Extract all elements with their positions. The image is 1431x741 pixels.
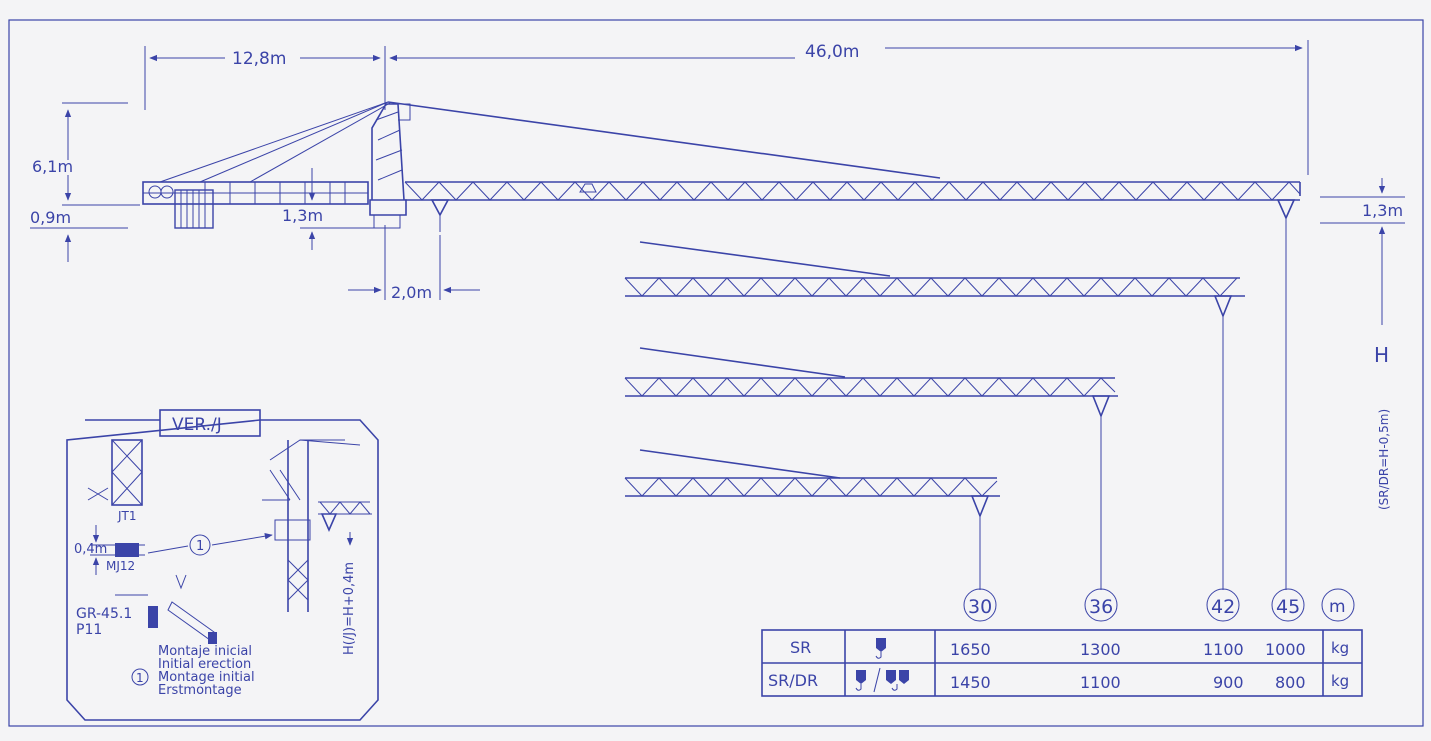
dimension-counterjib: 12,8m (144, 46, 386, 110)
step-number-legend: 1 (136, 671, 144, 685)
gr-label: GR-45.1 (76, 606, 132, 622)
jt1-label: JT1 (117, 509, 137, 523)
height-label: H (1374, 343, 1389, 367)
sr-value-30: 1650 (950, 640, 991, 659)
jib-30m (624, 449, 1000, 590)
radius-45: 45 (1276, 596, 1300, 618)
counterjib: 1,3m (142, 168, 375, 250)
srdr-value-36: 1100 (1080, 673, 1121, 692)
step-number: 1 (196, 539, 204, 554)
srdr-value-42: 900 (1213, 673, 1244, 692)
load-table: 30 36 42 45 m SR SR/DR 1650 1300 1100 10… (761, 588, 1363, 697)
head-height-label: 6,1m (32, 157, 73, 176)
row-label-srdr: SR/DR (768, 671, 818, 690)
sr-value-45: 1000 (1265, 640, 1306, 659)
counterjib-depth-label: 1,3m (282, 206, 323, 225)
erection-line-3: Montage initial (158, 670, 255, 685)
height-formula-label: H(/J)=H+0,4m (342, 562, 357, 655)
tower-head (159, 101, 941, 229)
radius-36: 36 (1089, 596, 1113, 618)
erection-line-1: Montaje inicial (158, 644, 252, 659)
dimension-head-height: 6,1m 0,9m (30, 102, 140, 262)
counterweight (174, 189, 214, 229)
row-label-sr: SR (790, 638, 811, 657)
single-hook-icon (875, 638, 886, 659)
p11-label: P11 (76, 622, 102, 638)
radius-42: 42 (1211, 596, 1235, 618)
erection-line-4: Erstmontage (158, 683, 242, 698)
double-hook-icon (855, 667, 909, 693)
jib-depth-label: 1,3m (1362, 201, 1403, 220)
counterjib-length-label: 12,8m (232, 49, 286, 69)
step-marker (189, 534, 211, 556)
srdr-unit: kg (1331, 672, 1349, 690)
radius-unit: m (1329, 597, 1346, 617)
dimension-jib: 46,0m (389, 40, 1309, 175)
sr-value-36: 1300 (1080, 640, 1121, 659)
page-frame (8, 19, 1424, 727)
jib-length-label: 46,0m (805, 42, 859, 62)
sr-value-42: 1100 (1203, 640, 1244, 659)
radius-30: 30 (968, 596, 992, 618)
inset-title: VER./J (172, 415, 222, 435)
erection-inset: VER./J JT1 0,4m MJ12 1 GR-45.1 P11 (66, 409, 379, 721)
jib-36m (624, 347, 1118, 590)
spacer-height-label: 0,4m (74, 542, 107, 557)
main-jib: 2,0m (348, 181, 1301, 590)
offset-label: 2,0m (391, 283, 432, 302)
dimension-jib-depth: 1,3m H (SR/DR=H-0,5m) (1320, 178, 1405, 510)
mj12-label: MJ12 (106, 559, 135, 573)
erection-line-2: Initial erection (158, 657, 251, 672)
srdr-value-30: 1450 (950, 673, 991, 692)
srdr-value-45: 800 (1275, 673, 1306, 692)
height-note: (SR/DR=H-0,5m) (1377, 409, 1391, 510)
jib-42m (624, 241, 1245, 590)
counterjib-height-label: 0,9m (30, 208, 71, 227)
sr-unit: kg (1331, 639, 1349, 657)
